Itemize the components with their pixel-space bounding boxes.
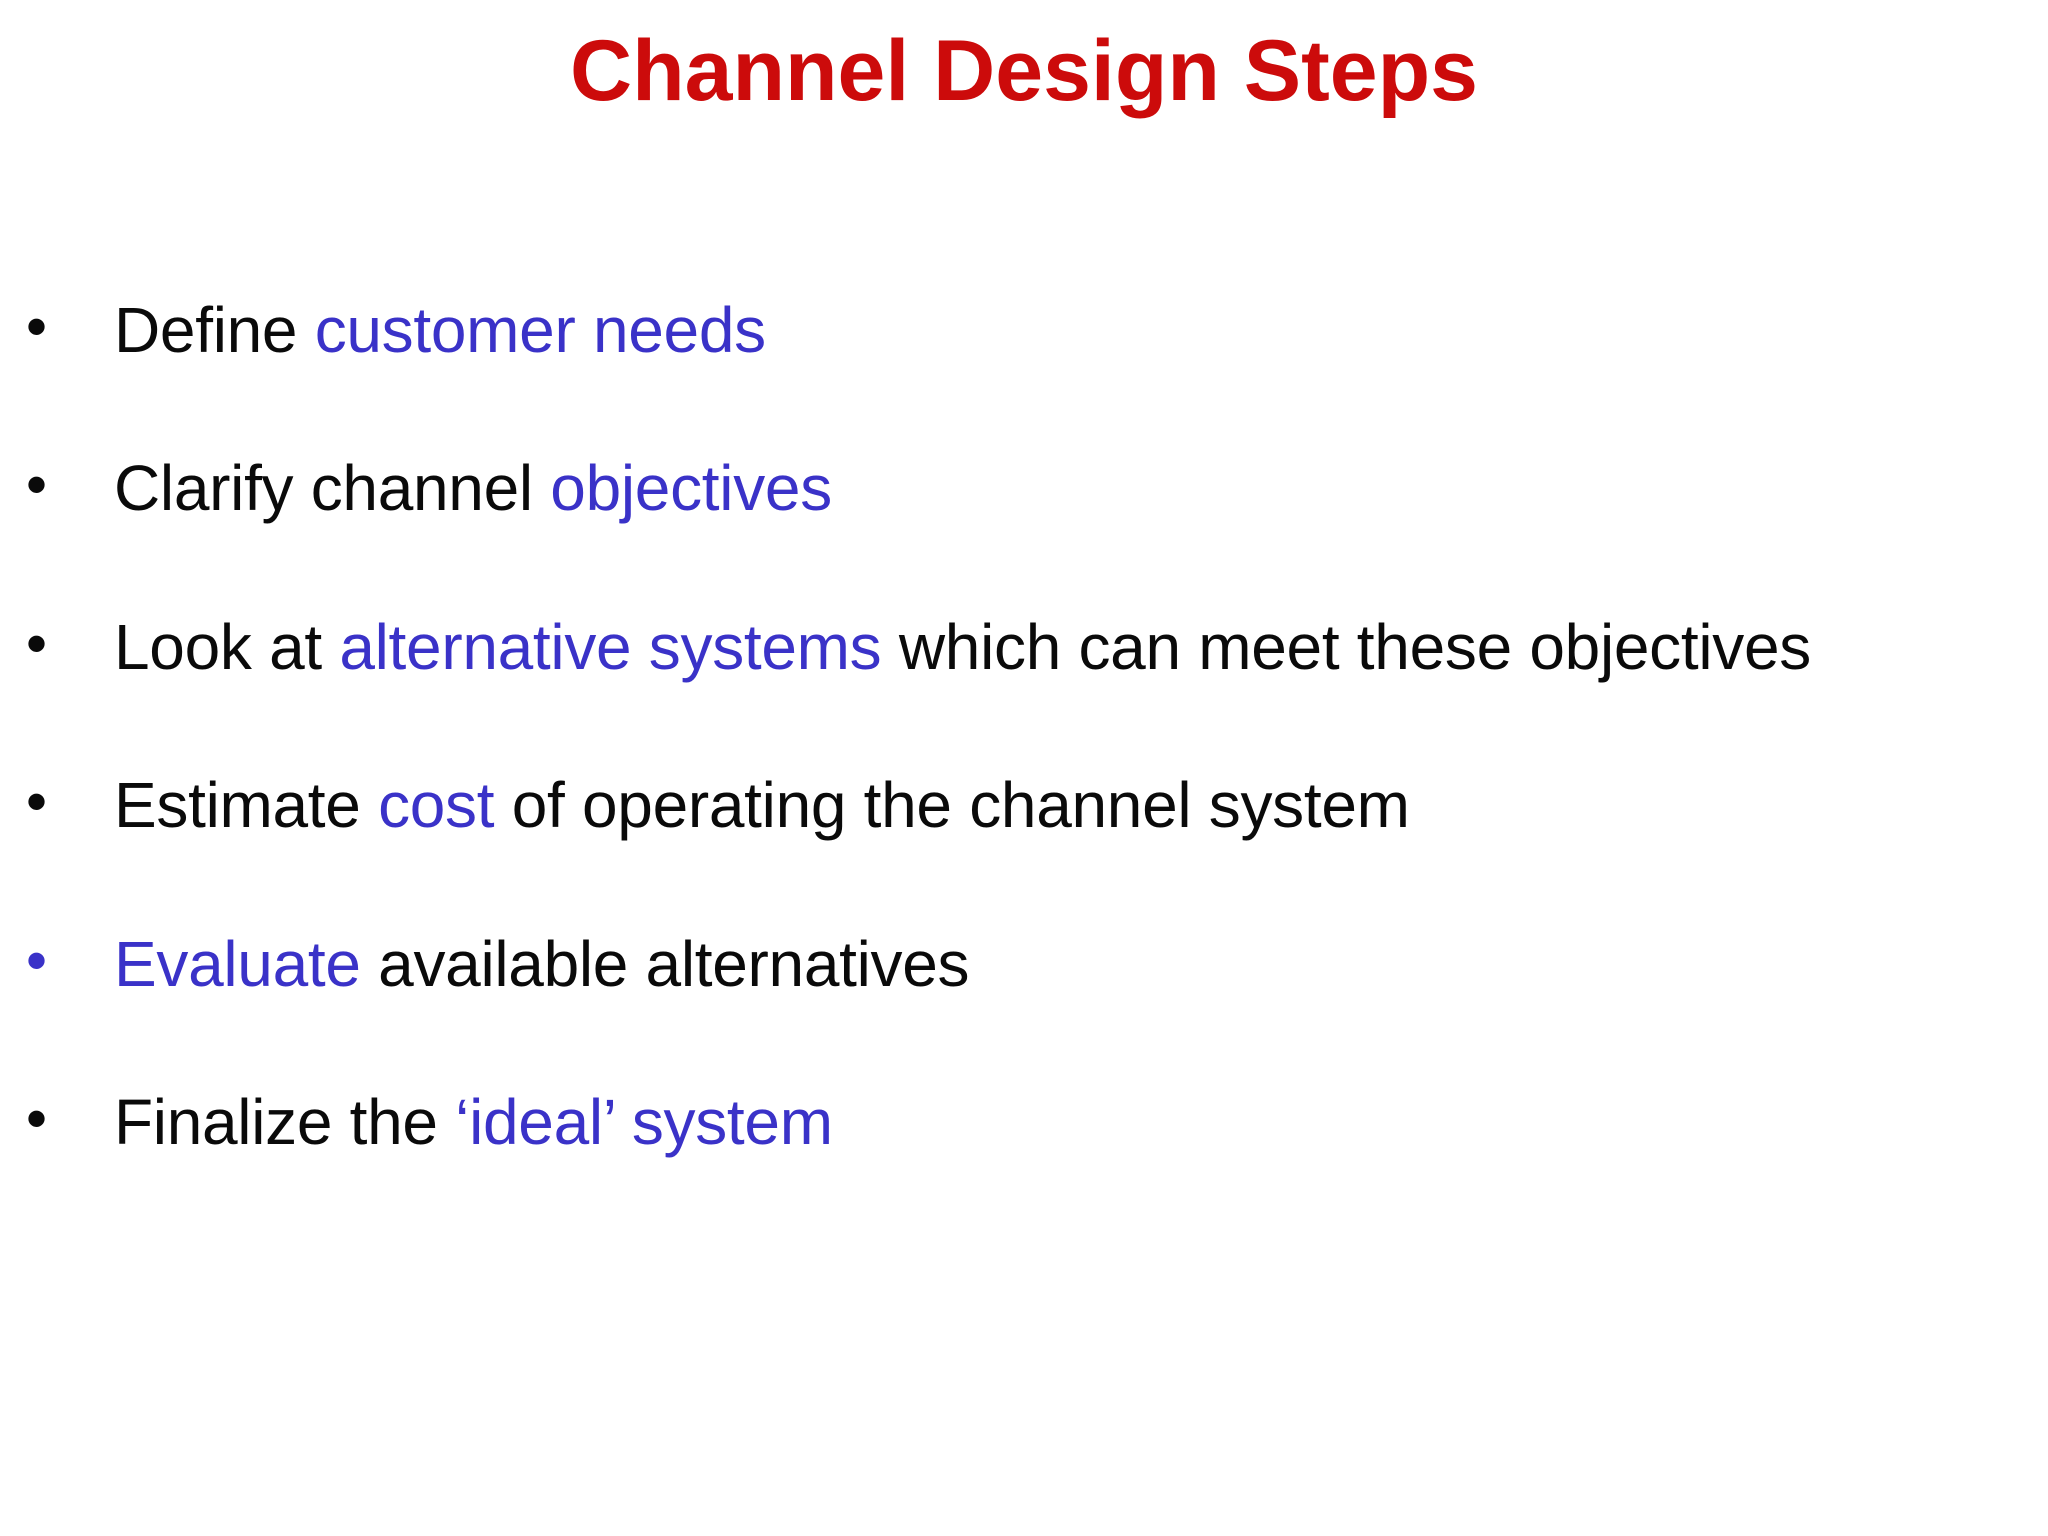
bullet-text: Define customer needs bbox=[114, 294, 766, 366]
bullet-text-segment: Finalize the bbox=[114, 1086, 456, 1159]
bullet-text-segment: Clarify channel bbox=[114, 452, 551, 525]
bullet-text: Clarify channel objectives bbox=[114, 452, 832, 524]
bullet-point-icon: • bbox=[26, 768, 47, 836]
bullet-item: • Define customer needs bbox=[18, 272, 1978, 388]
bullet-point-icon: • bbox=[26, 293, 47, 360]
bullet-text: Finalize the ‘ideal’ system bbox=[114, 1086, 833, 1158]
bullet-text-segment: cost bbox=[378, 769, 495, 842]
bullet-text-segment: ‘ideal’ system bbox=[455, 1086, 833, 1159]
bullet-text-segment: Look at bbox=[114, 610, 340, 683]
bullet-text-segment: of operating the channel system bbox=[494, 769, 1410, 842]
bullet-text-segment: objectives bbox=[550, 452, 832, 525]
bullet-text-segment: Evaluate bbox=[114, 927, 361, 1000]
page-title: Channel Design Steps bbox=[570, 23, 1478, 119]
bullet-text-segment: available alternatives bbox=[360, 927, 970, 1000]
bullet-point-icon: • bbox=[26, 609, 47, 677]
bullet-list: • Define customer needs • Clarify channel o… bbox=[18, 272, 1978, 1181]
bullet-item: • Evaluate available alternatives bbox=[18, 906, 1978, 1022]
bullet-text-segment: which can meet these objectives bbox=[881, 610, 1811, 683]
bullet-text-segment: Estimate bbox=[114, 769, 379, 842]
bullet-item: • Finalize the ‘ideal’ system bbox=[18, 1064, 1978, 1180]
bullet-text-segment: alternative systems bbox=[339, 610, 882, 683]
bullet-item: • Estimate cost of operating the channel … bbox=[18, 747, 1978, 863]
bullet-text-segment: Define bbox=[114, 294, 315, 366]
bullet-text: Look at alternative systems which can me… bbox=[114, 611, 1811, 683]
bullet-text: Estimate cost of operating the channel s… bbox=[114, 769, 1410, 841]
bullet-point-icon: • bbox=[26, 1085, 47, 1153]
bullet-item: • Look at alternative systems which can m… bbox=[18, 589, 1978, 705]
bullet-item: • Clarify channel objectives bbox=[18, 430, 1978, 546]
bullet-text-segment: customer needs bbox=[314, 294, 766, 366]
bullet-point-icon: • bbox=[26, 926, 47, 994]
bullet-point-icon: • bbox=[26, 451, 47, 519]
bullet-text: Evaluate available alternatives bbox=[114, 927, 970, 1000]
